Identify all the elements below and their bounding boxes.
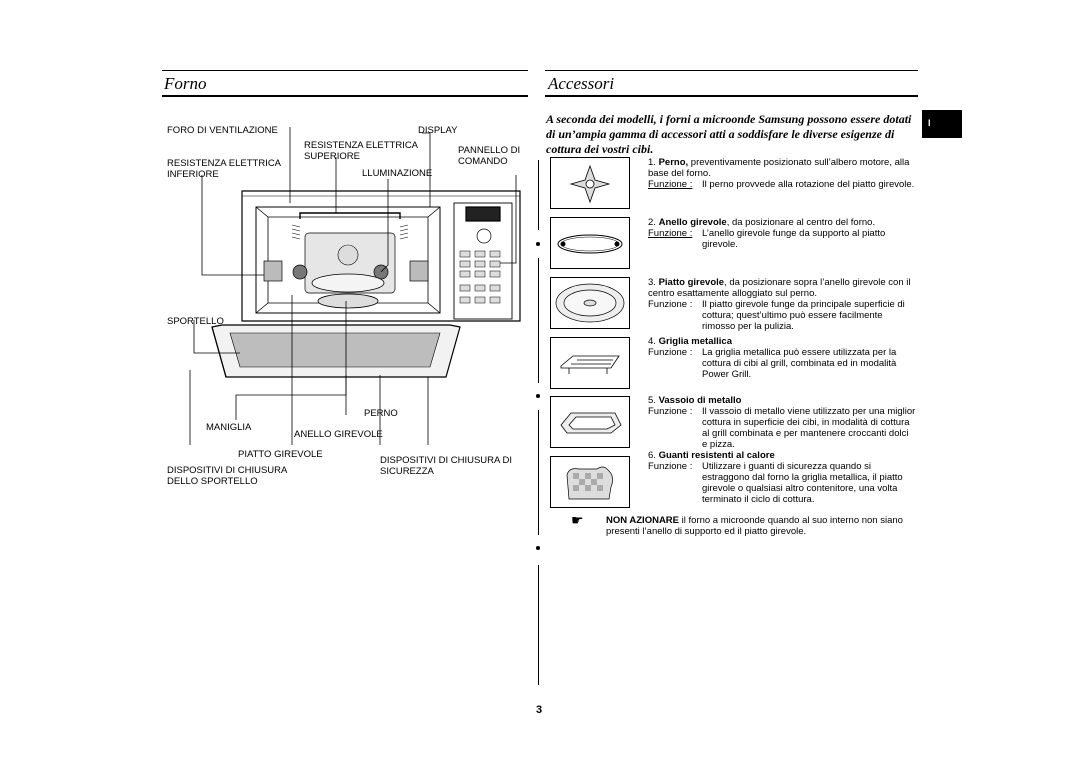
- language-tab: I: [922, 110, 962, 138]
- margin-line: [538, 258, 539, 383]
- label-pannello-2: COMANDO: [458, 156, 508, 167]
- label-perno: PERNO: [364, 408, 398, 419]
- accessory-item-perno: 1. Perno, preventivamente posizionato su…: [648, 157, 915, 190]
- perno-image: [550, 157, 630, 209]
- label-ventilazione: FORO DI VENTILAZIONE: [167, 125, 278, 136]
- label-sicurezza-2: SICUREZZA: [380, 466, 434, 477]
- margin-dot: [536, 546, 540, 550]
- margin-dot: [536, 394, 540, 398]
- label-display: DISPLAY: [418, 125, 458, 136]
- label-pannello-1: PANNELLO DI: [458, 145, 521, 156]
- accessory-item-piatto: 3. Piatto girevole, da posizionare sopra…: [648, 277, 911, 332]
- label-illuminazione: LLUMINAZIONE: [362, 168, 433, 179]
- piatto-image: [550, 277, 630, 329]
- accessori-intro: A seconda dei modelli, i forni a microon…: [546, 112, 912, 156]
- label-resistenza-inf-1: RESISTENZA ELETTRICA: [167, 158, 282, 169]
- accessory-item-griglia: 4. Griglia metallica Funzione :La grigli…: [648, 336, 897, 380]
- accessory-item-guanti: 6. Guanti resistenti al calore Funzione …: [648, 450, 903, 505]
- label-resistenza-inf-2: INFERIORE: [167, 169, 219, 180]
- label-maniglia: MANIGLIA: [206, 422, 252, 433]
- label-sicurezza-1: DISPOSITIVI DI CHIUSURA DI: [380, 455, 512, 466]
- label-sportello: SPORTELLO: [167, 316, 224, 327]
- label-chiusura-2: DELLO SPORTELLO: [167, 476, 258, 487]
- accessory-item-vassoio: 5. Vassoio di metallo Funzione :Il vasso…: [648, 395, 916, 450]
- page-number: 3: [536, 704, 543, 716]
- label-resistenza-sup-2: SUPERIORE: [304, 151, 360, 162]
- margin-dot: [536, 242, 540, 246]
- guanti-image: [550, 456, 630, 508]
- label-anello: ANELLO GIREVOLE: [294, 429, 383, 440]
- margin-line: [538, 565, 539, 685]
- oven-diagram: [189, 127, 521, 445]
- margin-line: [538, 160, 539, 230]
- griglia-image: [550, 337, 630, 389]
- label-piatto: PIATTO GIREVOLE: [238, 449, 323, 460]
- accessory-item-anello: 2. Anello girevole, da posizionare al ce…: [648, 217, 886, 250]
- anello-image: [550, 217, 630, 269]
- label-chiusura-1: DISPOSITIVI DI CHIUSURA: [167, 465, 288, 476]
- vassoio-image: [550, 396, 630, 448]
- pointing-hand-icon: ☛: [571, 512, 584, 528]
- accessori-title: Accessori: [548, 74, 615, 93]
- margin-line: [538, 410, 539, 535]
- warning-note: NON AZIONARE il forno a microonde quando…: [606, 515, 903, 537]
- label-resistenza-sup-1: RESISTENZA ELETTRICA: [304, 140, 419, 151]
- forno-title: Forno: [164, 74, 207, 93]
